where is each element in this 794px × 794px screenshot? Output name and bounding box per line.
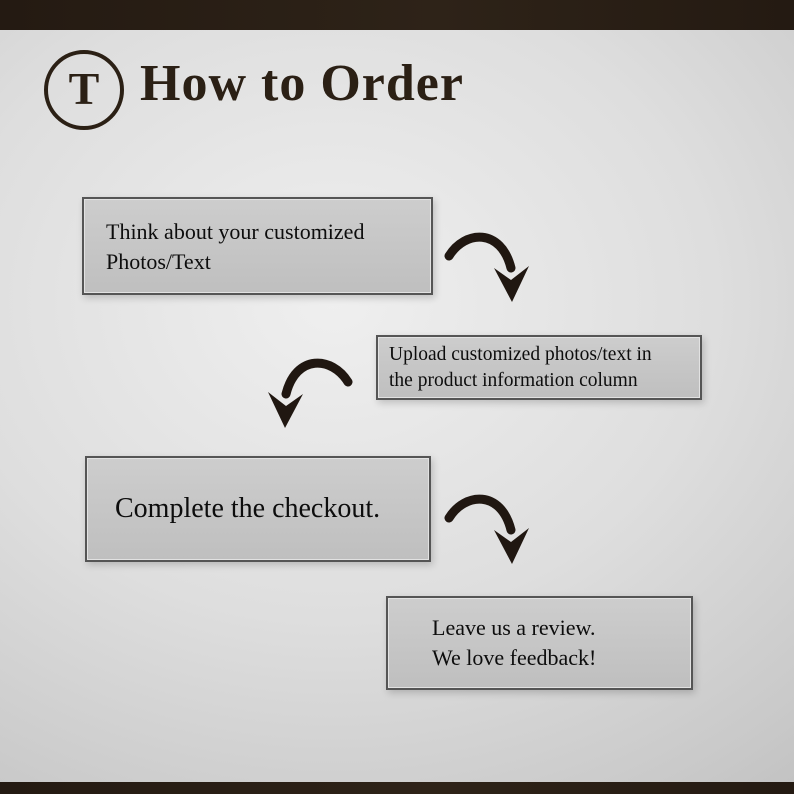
step-1-line-2: Photos/Text xyxy=(106,249,211,274)
step-box-2: Upload customized photos/text in the pro… xyxy=(376,335,702,400)
page-title: How to Order xyxy=(140,55,464,112)
brand-logo: T xyxy=(44,50,124,130)
step-box-4: Leave us a review. We love feedback! xyxy=(386,596,693,690)
step-3-line-1: Complete the checkout. xyxy=(115,493,381,524)
curved-arrow-down-left-icon xyxy=(268,358,353,428)
step-box-1: Think about your customized Photos/Text xyxy=(82,197,433,295)
step-box-3: Complete the checkout. xyxy=(85,456,431,562)
bottom-border-bar xyxy=(0,782,794,794)
step-4-line-1: Leave us a review. xyxy=(432,615,596,640)
step-4-line-2: We love feedback! xyxy=(432,645,597,670)
top-border-bar xyxy=(0,0,794,30)
step-2-line-2: the product information column xyxy=(389,369,638,391)
curved-arrow-down-right-icon xyxy=(444,232,529,302)
curved-arrow-down-right-icon xyxy=(444,494,529,564)
brand-logo-letter: T xyxy=(68,63,100,114)
step-2-line-1: Upload customized photos/text in xyxy=(389,343,652,365)
step-1-line-1: Think about your customized xyxy=(106,219,365,244)
